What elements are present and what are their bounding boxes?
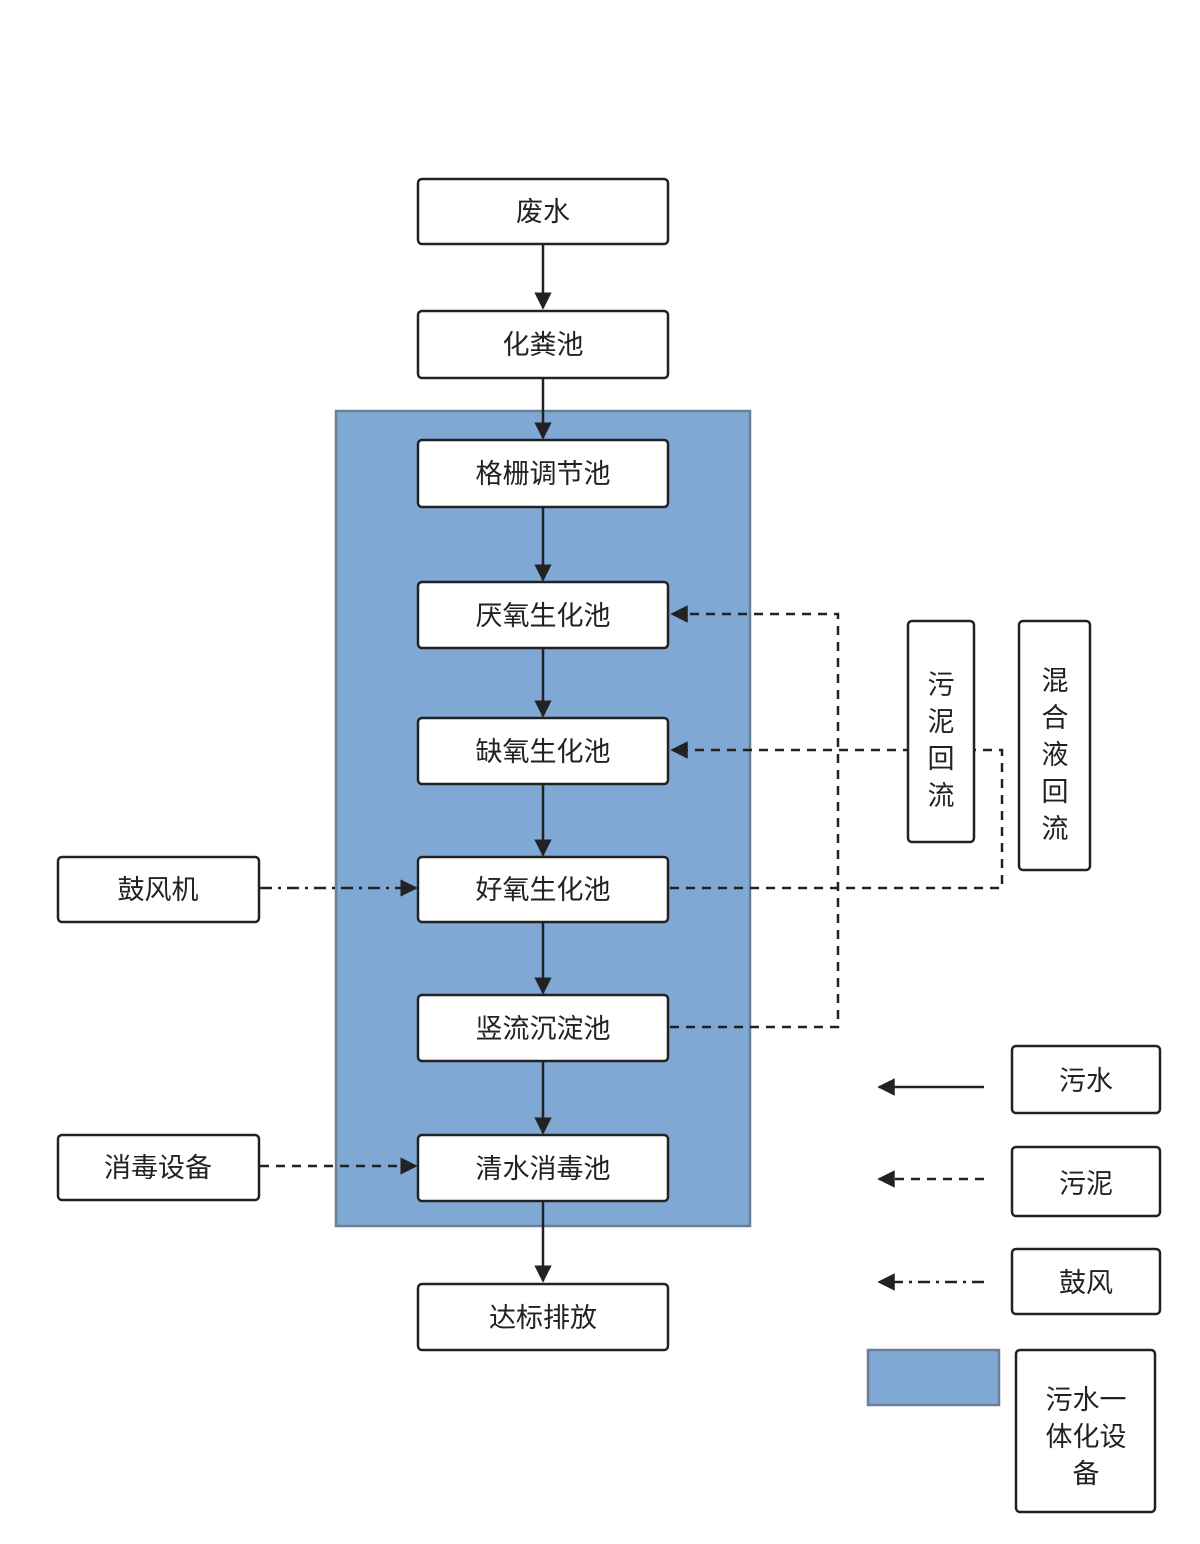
box-disinfection-equipment: 消毒设备 (56, 1133, 261, 1202)
legend-sludge: 污泥 (1010, 1145, 1162, 1218)
label-wastewater: 废水 (516, 197, 570, 228)
box-anaerobic-tank: 厌氧生化池 (416, 580, 670, 650)
label-anaerobic-tank: 厌氧生化池 (476, 601, 611, 632)
mixed-liquor-return-char: 回 (1042, 777, 1069, 808)
sludge-return-char: 泥 (928, 707, 955, 738)
legend-equipment-line: 体化设 (1046, 1422, 1127, 1453)
label-aerobic-tank: 好氧生化池 (476, 875, 611, 906)
text-mixed-liquor-return: 混 合 液 回 流 (1042, 666, 1069, 845)
mixed-liquor-return-line (670, 741, 1004, 890)
mixed-liquor-return-char: 合 (1042, 703, 1069, 734)
sludge-return-char: 流 (928, 781, 955, 812)
label-septic-tank: 化粪池 (503, 330, 584, 361)
sludge-return-char: 污 (928, 670, 955, 701)
box-clear-water-disinfection-tank: 清水消毒池 (416, 1133, 670, 1203)
mixed-liquor-return-char: 混 (1042, 666, 1069, 697)
label-disinfection-equipment: 消毒设备 (104, 1153, 212, 1184)
box-wastewater: 废水 (416, 177, 670, 246)
box-mixed-liquor-return (1017, 619, 1092, 872)
legend-integrated-equipment: 污水一 体化设 备 (1014, 1348, 1157, 1514)
legend-equipment-swatch (866, 1348, 1001, 1407)
text-sludge-return: 污 泥 回 流 (928, 670, 955, 812)
legend-equipment-line: 污水一 (1046, 1385, 1127, 1416)
box-anoxic-tank: 缺氧生化池 (416, 716, 670, 786)
label-vertical-sedimentation-tank: 竖流沉淀池 (476, 1014, 611, 1045)
box-sludge-return (906, 619, 976, 844)
legend-sludge-label: 污泥 (1059, 1169, 1113, 1200)
label-anoxic-tank: 缺氧生化池 (476, 737, 611, 768)
label-blower: 鼓风机 (118, 875, 199, 906)
sludge-return-line (670, 605, 840, 1029)
legend-equipment-line: 备 (1073, 1459, 1100, 1490)
label-discharge: 达标排放 (489, 1303, 597, 1334)
legend-aeration-label: 鼓风 (1059, 1268, 1113, 1299)
legend-sewage-label: 污水 (1059, 1066, 1113, 1097)
box-septic-tank: 化粪池 (416, 309, 670, 380)
mixed-liquor-return-char: 液 (1042, 740, 1069, 771)
box-grid-regulating-tank: 格栅调节池 (416, 438, 670, 509)
box-vertical-sedimentation-tank: 竖流沉淀池 (416, 993, 670, 1063)
box-aerobic-tank: 好氧生化池 (416, 855, 670, 924)
legend: 污水 污泥 鼓风 污水一 体化设 备 (866, 1044, 1162, 1514)
box-blower: 鼓风机 (56, 855, 261, 924)
label-grid-regulating-tank: 格栅调节池 (476, 459, 611, 490)
label-clear-water-disinfection-tank: 清水消毒池 (476, 1154, 611, 1185)
legend-aeration: 鼓风 (1010, 1247, 1162, 1316)
legend-sewage: 污水 (1010, 1044, 1162, 1115)
sludge-return-char: 回 (928, 744, 955, 775)
mixed-liquor-return-char: 流 (1042, 814, 1069, 845)
box-discharge: 达标排放 (416, 1282, 670, 1352)
